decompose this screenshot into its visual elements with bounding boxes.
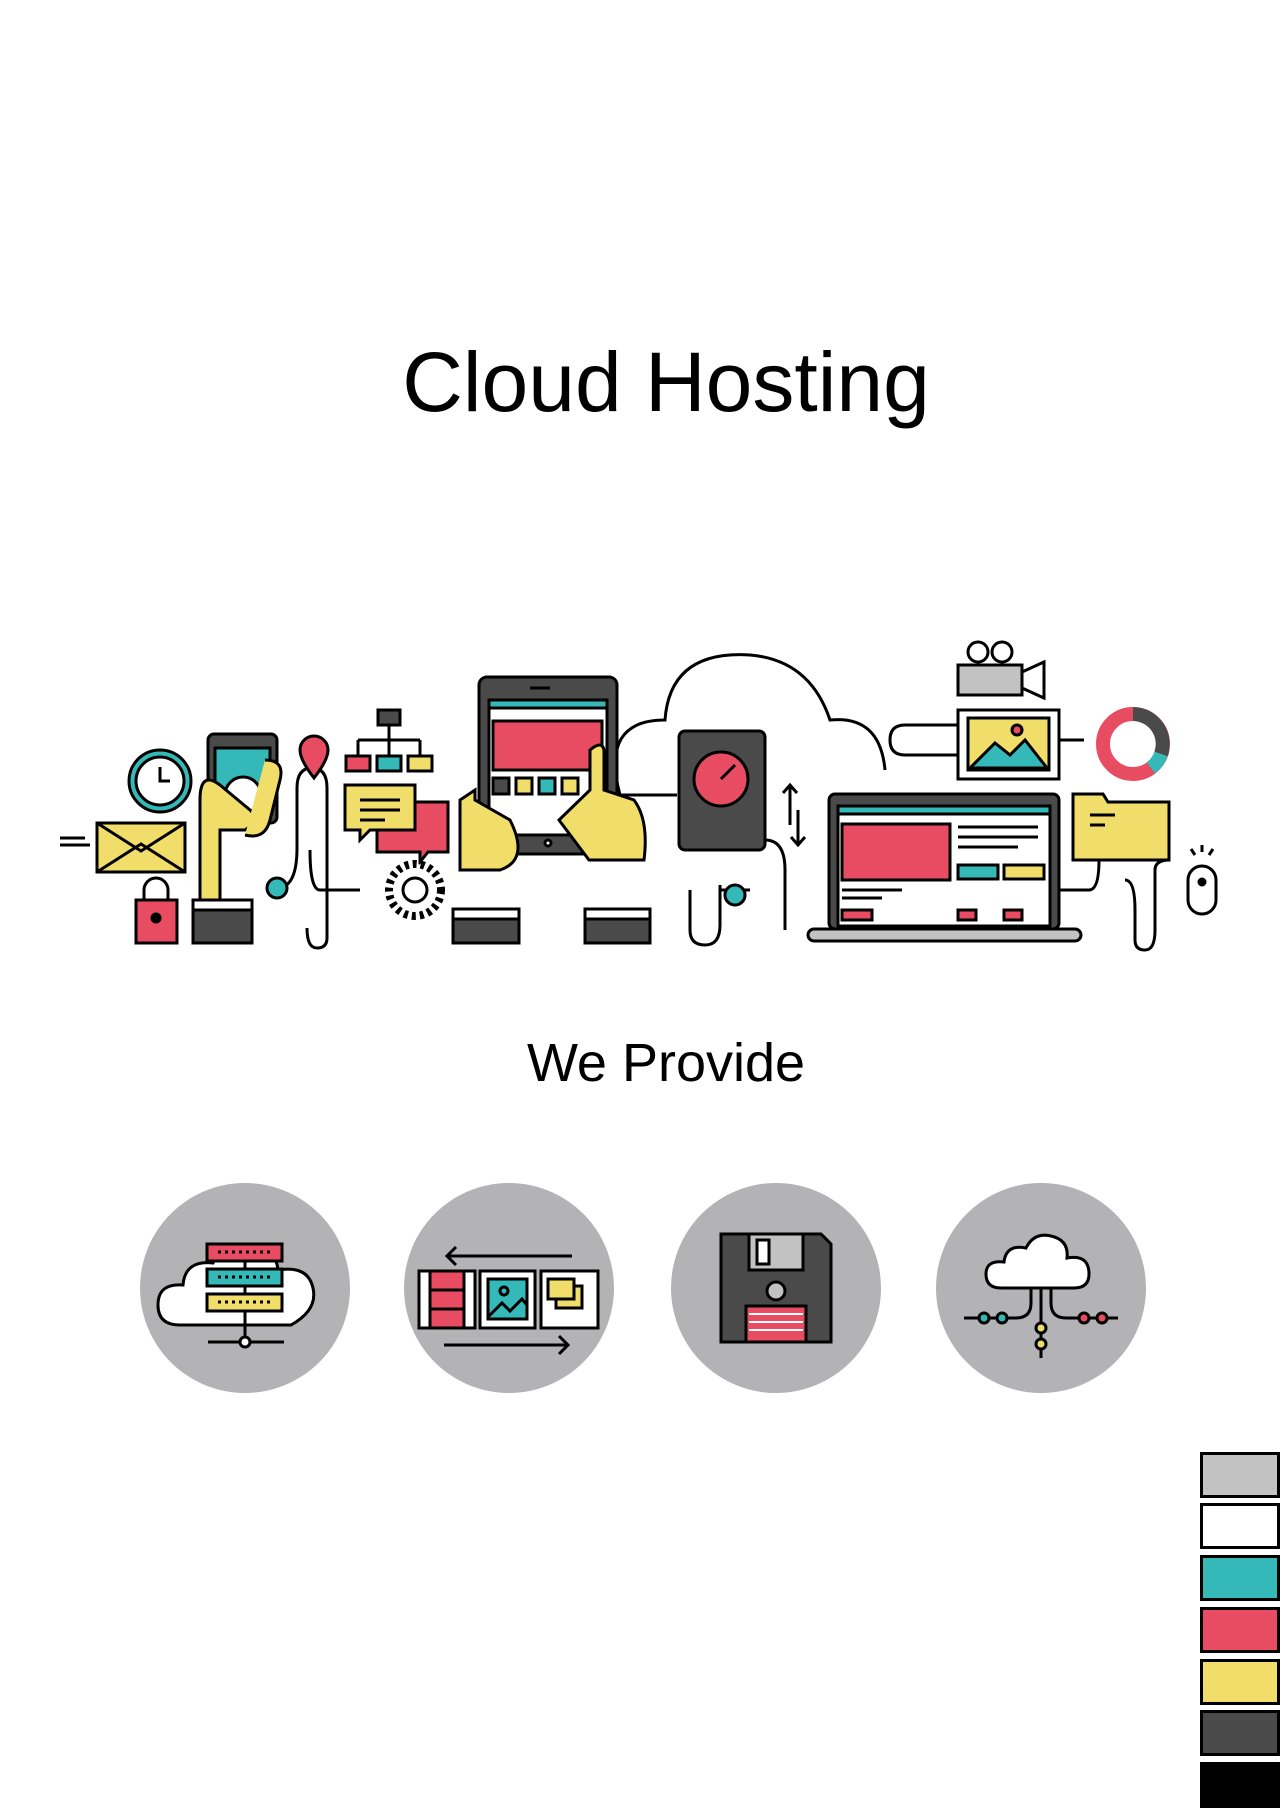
media-transfer-icon: [417, 1245, 600, 1356]
tablet-icon: [477, 675, 619, 856]
cloud-icon: [613, 653, 887, 796]
envelope-icon: [95, 821, 187, 874]
connector-icon: [723, 883, 747, 907]
color-swatch-red: [1200, 1607, 1280, 1653]
floppy-disk-icon: [719, 1232, 833, 1344]
feature-cloud-network: [936, 1183, 1146, 1393]
hard-drive-icon: [677, 729, 807, 852]
mouse-icon: [1186, 845, 1218, 916]
color-swatch-teal: [1200, 1555, 1280, 1601]
hands-icon: [451, 743, 652, 945]
clock-icon: [127, 748, 193, 814]
cloud-server-icon: [156, 1242, 316, 1349]
color-swatch-yellow: [1200, 1659, 1280, 1705]
phone-in-hand-icon: [191, 732, 289, 945]
video-camera-icon: [956, 640, 1046, 701]
map-pin-icon: [298, 734, 330, 781]
donut-chart-icon: [1096, 707, 1170, 781]
color-swatch-black: [1200, 1762, 1280, 1808]
color-swatch-dark-gray: [1200, 1710, 1280, 1756]
color-swatch-white: [1200, 1503, 1280, 1549]
folder-icon: [1071, 792, 1171, 862]
cloud-network-icon: [964, 1233, 1118, 1358]
feature-cloud-server: [140, 1183, 350, 1393]
lock-icon: [134, 876, 179, 945]
picture-frame-icon: [956, 708, 1061, 781]
feature-media-transfer: [404, 1183, 614, 1393]
feature-storage: [671, 1183, 881, 1393]
section-title: We Provide: [526, 1033, 806, 1093]
gear-icon: [385, 860, 445, 920]
laptop-icon: [806, 792, 1083, 943]
page-title: Cloud Hosting: [402, 335, 930, 429]
chat-bubbles-icon: [343, 783, 450, 867]
color-swatch-gray: [1200, 1452, 1280, 1498]
wire: [60, 723, 1171, 952]
org-chart-icon: [344, 708, 434, 773]
